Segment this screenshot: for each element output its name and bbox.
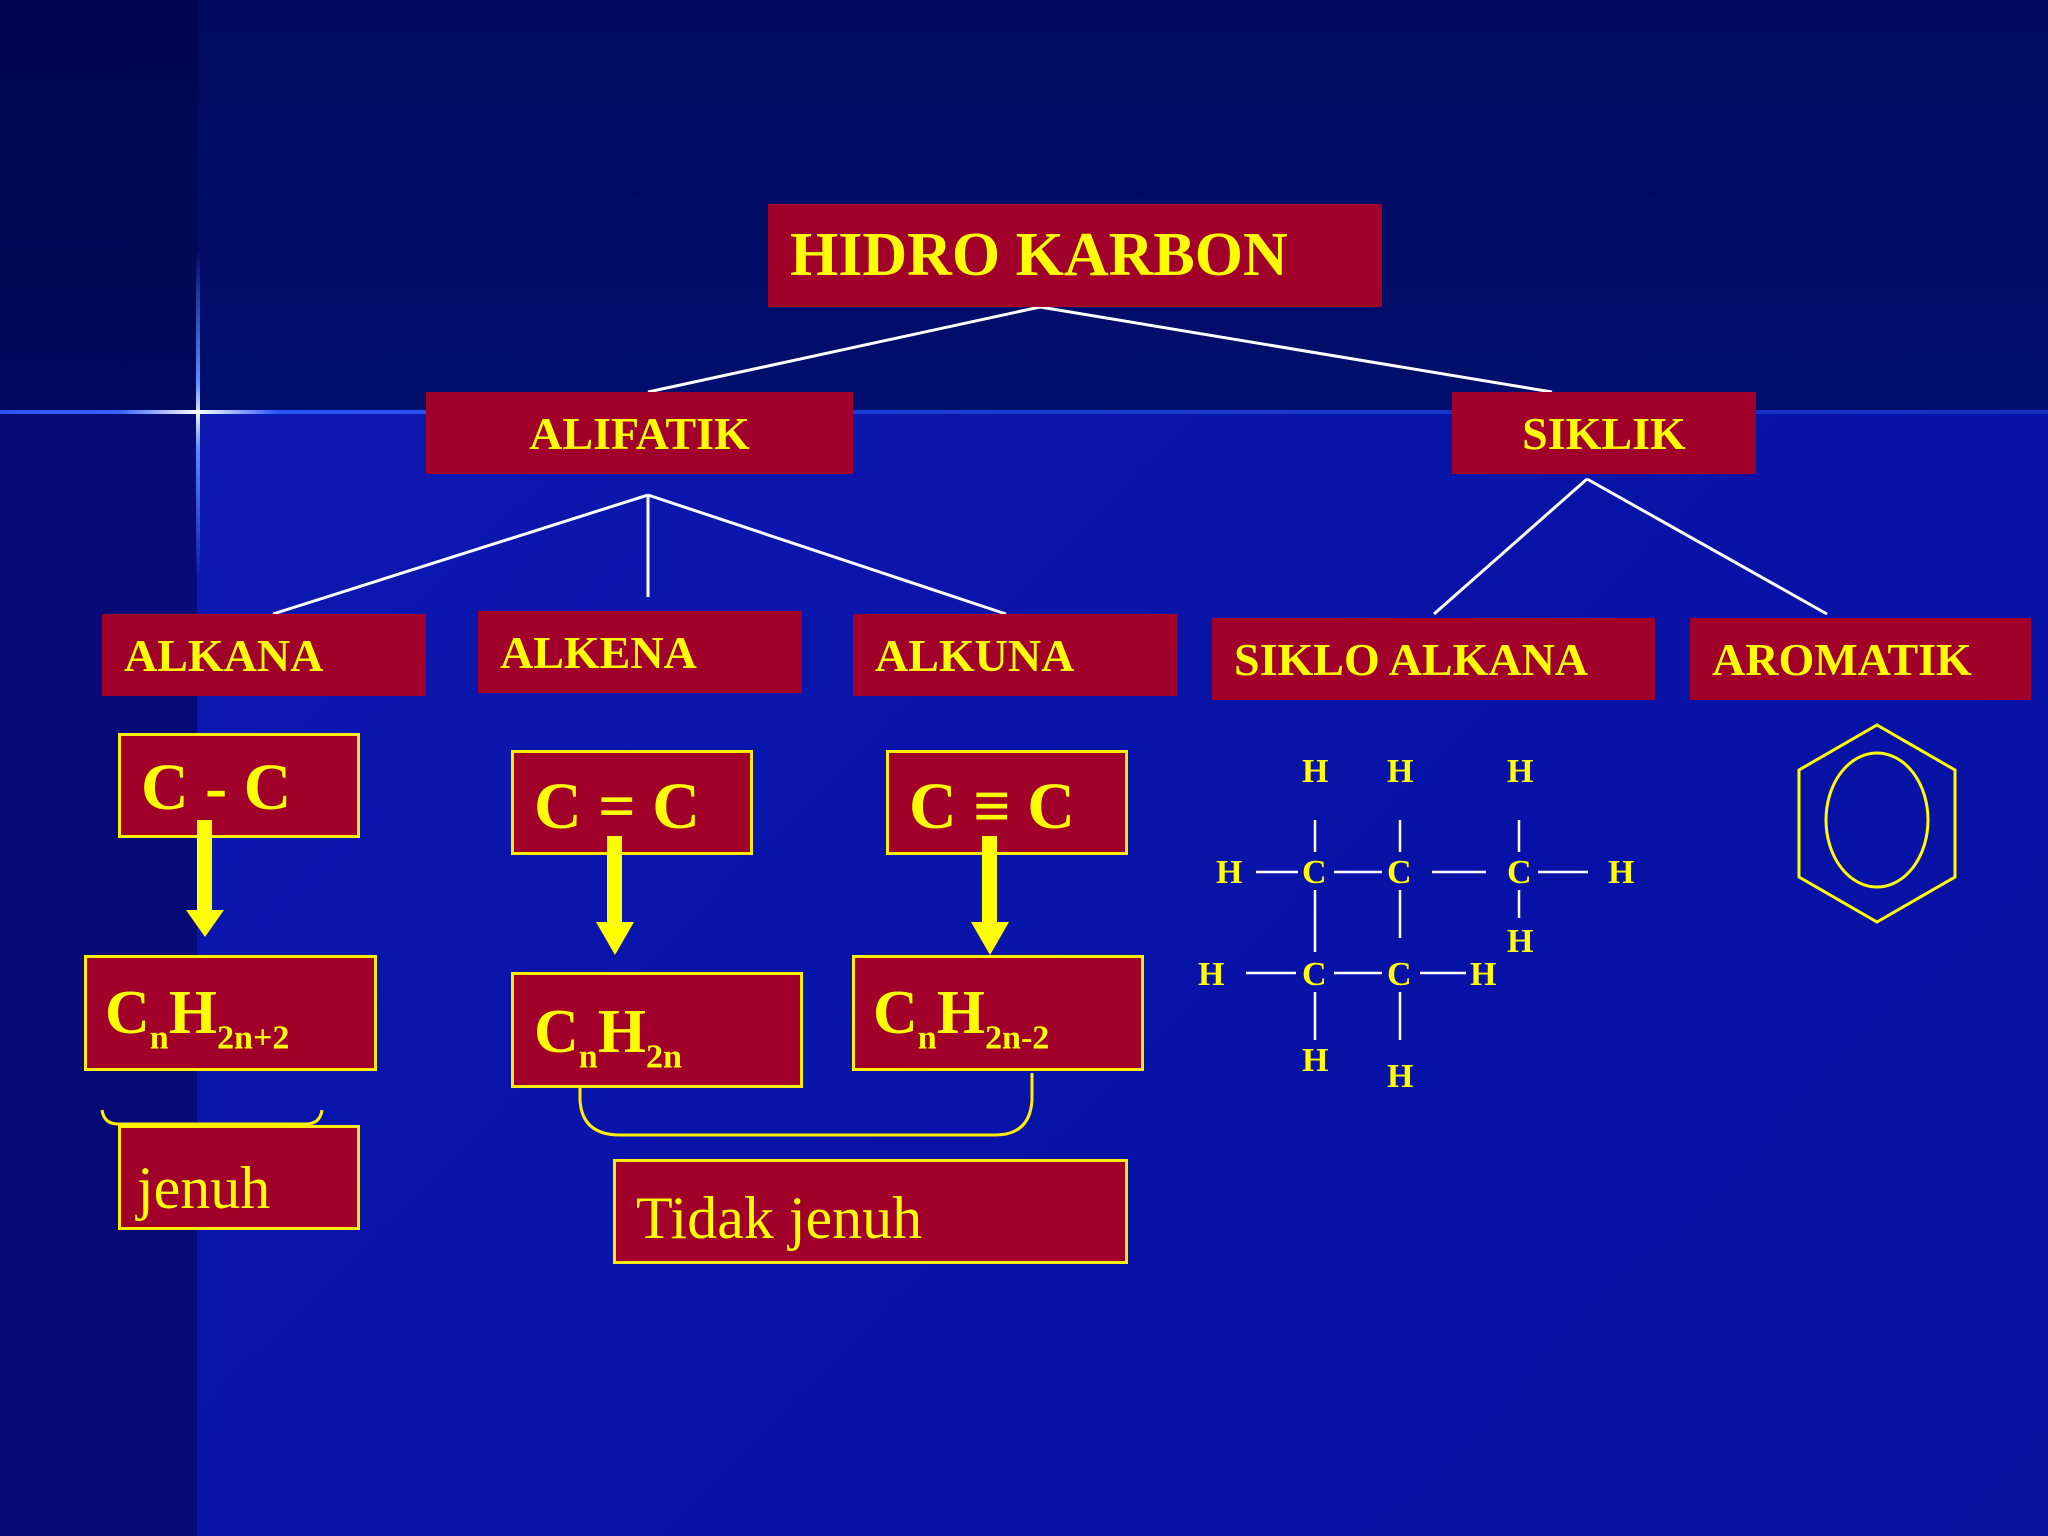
atom-h-bottom-2: H <box>1387 1058 1414 1095</box>
connector-root-alifatik <box>647 305 1041 394</box>
connector-alifatik-alkana <box>272 493 649 616</box>
atom-c2: C <box>1387 854 1412 891</box>
bracket-tidak-jenuh <box>578 1073 1034 1137</box>
arrow-alkana-head <box>186 910 224 937</box>
formula-alkana-box: CnH2n+2 <box>84 955 377 1071</box>
label-jenuh-box: jenuh <box>118 1125 360 1230</box>
benzene-hexagon <box>1797 723 1957 924</box>
node-alifatik-label: ALIFATIK <box>529 407 750 459</box>
benzene-ring <box>1824 751 1930 889</box>
formula-alkena-box: CnH2n <box>511 972 803 1088</box>
background-star-glint <box>120 410 276 414</box>
label-tidak-jenuh: Tidak jenuh <box>636 1185 923 1251</box>
atom-h-left-1: H <box>1216 854 1243 891</box>
node-aromatik-label: AROMATIK <box>1712 633 1972 685</box>
atom-h-top-2: H <box>1387 753 1414 790</box>
bond-triple-box: C ≡ C <box>886 750 1128 855</box>
node-alkuna-label: ALKUNA <box>875 629 1075 681</box>
node-alkuna: ALKUNA <box>853 614 1177 696</box>
node-alkana: ALKANA <box>102 614 426 696</box>
bond-single-text: C - C <box>141 751 292 824</box>
node-siklo-alkana-label: SIKLO ALKANA <box>1234 633 1589 685</box>
connector-siklik-aromatik <box>1586 477 1828 616</box>
node-hidrokarbon: HIDRO KARBON <box>768 204 1382 307</box>
node-hidrokarbon-label: HIDRO KARBON <box>790 221 1288 289</box>
node-alkena-label: ALKENA <box>500 626 697 678</box>
atom-c5: C <box>1387 956 1412 993</box>
node-aromatik: AROMATIK <box>1690 618 2031 700</box>
background-vertical-glint <box>196 250 200 580</box>
node-alkena: ALKENA <box>478 611 802 693</box>
atom-h-right-1: H <box>1608 854 1635 891</box>
bond-double-text: C = C <box>534 770 700 843</box>
node-siklo-alkana: SIKLO ALKANA <box>1212 618 1655 700</box>
bracket-jenuh <box>100 1109 324 1126</box>
atom-h-bottom-1: H <box>1302 1042 1329 1079</box>
bond-double-box: C = C <box>511 750 753 855</box>
atom-h-right-2: H <box>1470 956 1497 993</box>
connector-siklik-sikloalkana <box>1433 477 1588 616</box>
arrow-alkena-overlay <box>607 836 622 928</box>
background-horizontal-glint <box>0 410 2048 414</box>
node-siklik: SIKLIK <box>1452 392 1756 474</box>
node-siklik-label: SIKLIK <box>1522 407 1686 459</box>
atom-c4: C <box>1302 956 1327 993</box>
arrow-alkena-head <box>596 922 634 955</box>
formula-alkana: CnH2n+2 <box>105 979 290 1057</box>
label-jenuh: jenuh <box>137 1155 271 1221</box>
arrow-alkuna-overlay <box>982 836 997 928</box>
atom-h-mid: H <box>1507 923 1534 960</box>
bond-single-box: C - C <box>118 733 360 838</box>
atom-h-top-3: H <box>1507 753 1534 790</box>
atom-c3: C <box>1507 854 1532 891</box>
formula-alkena: CnH2n <box>534 998 682 1076</box>
formula-alkuna: CnH2n-2 <box>873 979 1050 1057</box>
label-tidak-jenuh-box: Tidak jenuh <box>613 1159 1128 1264</box>
node-alifatik: ALIFATIK <box>426 392 853 474</box>
atom-c1: C <box>1302 854 1327 891</box>
atom-h-top-1: H <box>1302 753 1329 790</box>
node-alkana-label: ALKANA <box>124 629 324 681</box>
arrow-alkuna-head <box>971 922 1009 955</box>
connector-alifatik-alkuna <box>647 493 1007 616</box>
formula-alkuna-box: CnH2n-2 <box>852 955 1144 1071</box>
connector-root-siklik <box>1039 305 1553 394</box>
atom-h-left-2: H <box>1198 956 1225 993</box>
bond-triple-text: C ≡ C <box>909 770 1075 843</box>
arrow-alkana-overlay <box>197 820 212 915</box>
